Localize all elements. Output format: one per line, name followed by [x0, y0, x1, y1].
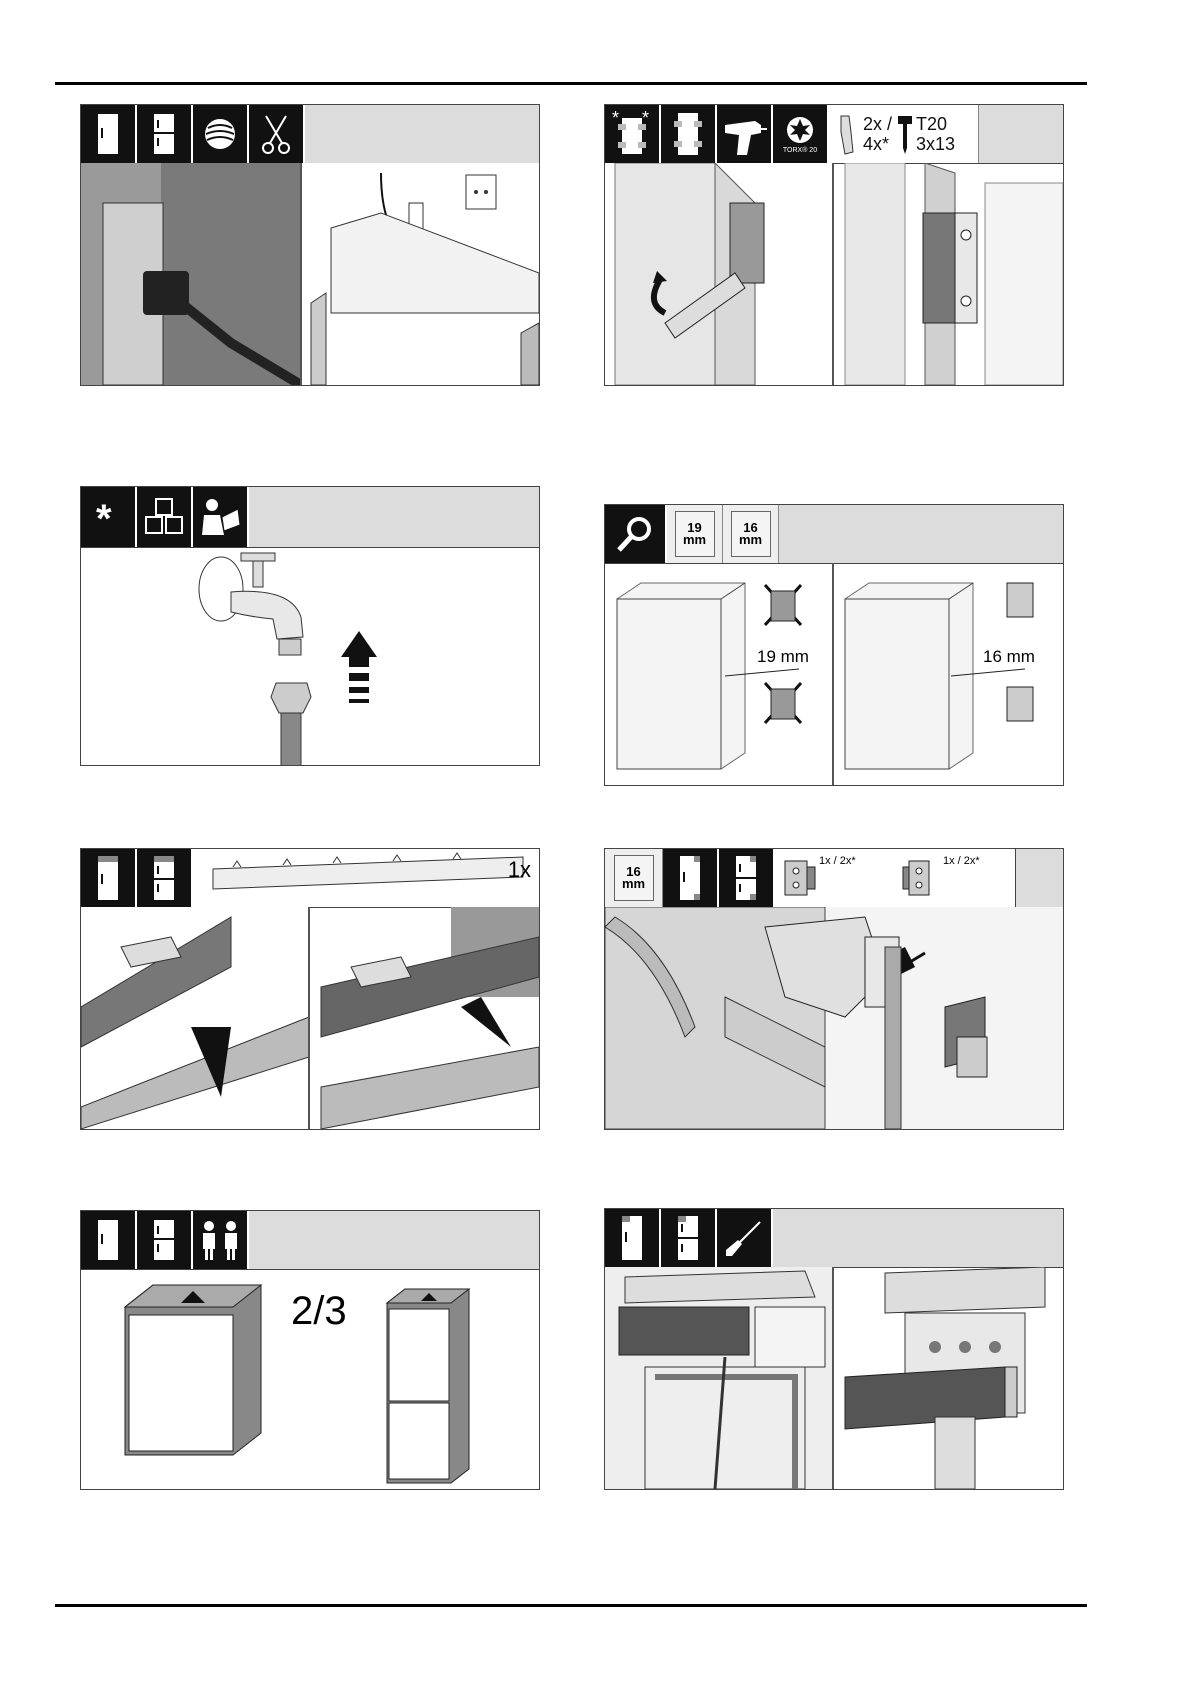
- adaptor-bracket-icon: [899, 857, 939, 901]
- screw-icon: [896, 112, 914, 156]
- svg-text:*: *: [96, 502, 112, 532]
- panel-power-cable: [80, 104, 540, 386]
- panel-header: *: [81, 487, 539, 548]
- hardware-list: 2x / 4x* T20 3x13: [829, 105, 979, 163]
- scissors-icon: [249, 105, 305, 163]
- svg-text:*: *: [612, 110, 619, 128]
- panel-illustration: [81, 547, 539, 765]
- ratio-label: 2/3: [291, 1289, 347, 1334]
- single-door-top-icon: [605, 1209, 661, 1267]
- single-door-fridge-icon: [81, 105, 137, 163]
- panel-illustration: [81, 907, 539, 1129]
- double-hinge-icon: [661, 105, 717, 163]
- panel-header: 1x: [81, 849, 539, 908]
- hinge-variant-icon: **: [605, 105, 661, 163]
- top-rule: [55, 82, 1087, 85]
- panel-hinge-torx: ** TORX® 20 2x / 4x* T20 3x13: [604, 104, 1064, 386]
- hinge-plate-icon: [835, 112, 857, 156]
- adaptor-plate-icon: [781, 857, 821, 901]
- thickness-19-unit: mm: [683, 534, 706, 546]
- panel-illustration: [81, 163, 539, 385]
- thickness-16-unit: mm: [622, 878, 645, 890]
- bottom-rule: [55, 1604, 1087, 1607]
- double-door-fridge-icon: [137, 1211, 193, 1269]
- cable-roll-icon: [193, 105, 249, 163]
- screwdriver-icon: [717, 1209, 773, 1267]
- panel-illustration: 2/3: [81, 1269, 539, 1489]
- thickness-16-unit: mm: [739, 534, 762, 546]
- panel-header: [81, 105, 539, 164]
- dimension-19mm-label: 19 mm: [757, 647, 809, 667]
- adaptor-qty-1: 1x / 2x*: [819, 855, 856, 867]
- ice-cubes-icon: [137, 487, 193, 547]
- panel-header: ** TORX® 20 2x / 4x* T20 3x13: [605, 105, 1063, 164]
- read-manual-icon: [193, 487, 249, 547]
- double-door-top-icon: [661, 1209, 717, 1267]
- panel-water-connection: *: [80, 486, 540, 766]
- torx-icon: TORX® 20: [773, 105, 829, 163]
- double-door-fridge-icon: [137, 105, 193, 163]
- dimension-16mm-label: 16 mm: [983, 647, 1035, 667]
- single-door-top-icon: [81, 849, 137, 907]
- hardware-count-2: 4x*: [863, 134, 892, 154]
- double-door-top-icon: [137, 849, 193, 907]
- rail-part: 1x: [193, 849, 539, 907]
- panel-illustration: [605, 907, 1063, 1129]
- panel-top-rail: 1x: [80, 848, 540, 1130]
- double-door-hinge-icon: [719, 849, 775, 907]
- panel-header: [81, 1211, 539, 1270]
- optional-star-icon: *: [81, 487, 137, 547]
- adaptor-parts: 1x / 2x* 1x / 2x*: [775, 849, 1016, 907]
- two-persons-icon: [193, 1211, 249, 1269]
- hardware-count-1: 2x /: [863, 114, 892, 134]
- adaptor-qty-2: 1x / 2x*: [943, 855, 980, 867]
- panel-illustration: [605, 163, 1063, 385]
- panel-illustration: [605, 1267, 1063, 1489]
- panel-two-person-lift: 2/3: [80, 1210, 540, 1490]
- panel-cover-removal: [604, 1208, 1064, 1490]
- panel-illustration: 19 mm 16 mm: [605, 563, 1063, 785]
- screw-drive: T20: [916, 114, 955, 134]
- screw-size: 3x13: [916, 134, 955, 154]
- magnifier-icon: [605, 505, 667, 563]
- single-door-hinge-icon: [663, 849, 719, 907]
- rail-quantity: 1x: [508, 857, 531, 883]
- panel-header: [605, 1209, 1063, 1268]
- single-door-fridge-icon: [81, 1211, 137, 1269]
- cordless-drill-icon: [717, 105, 773, 163]
- torx-caption: TORX® 20: [783, 147, 817, 154]
